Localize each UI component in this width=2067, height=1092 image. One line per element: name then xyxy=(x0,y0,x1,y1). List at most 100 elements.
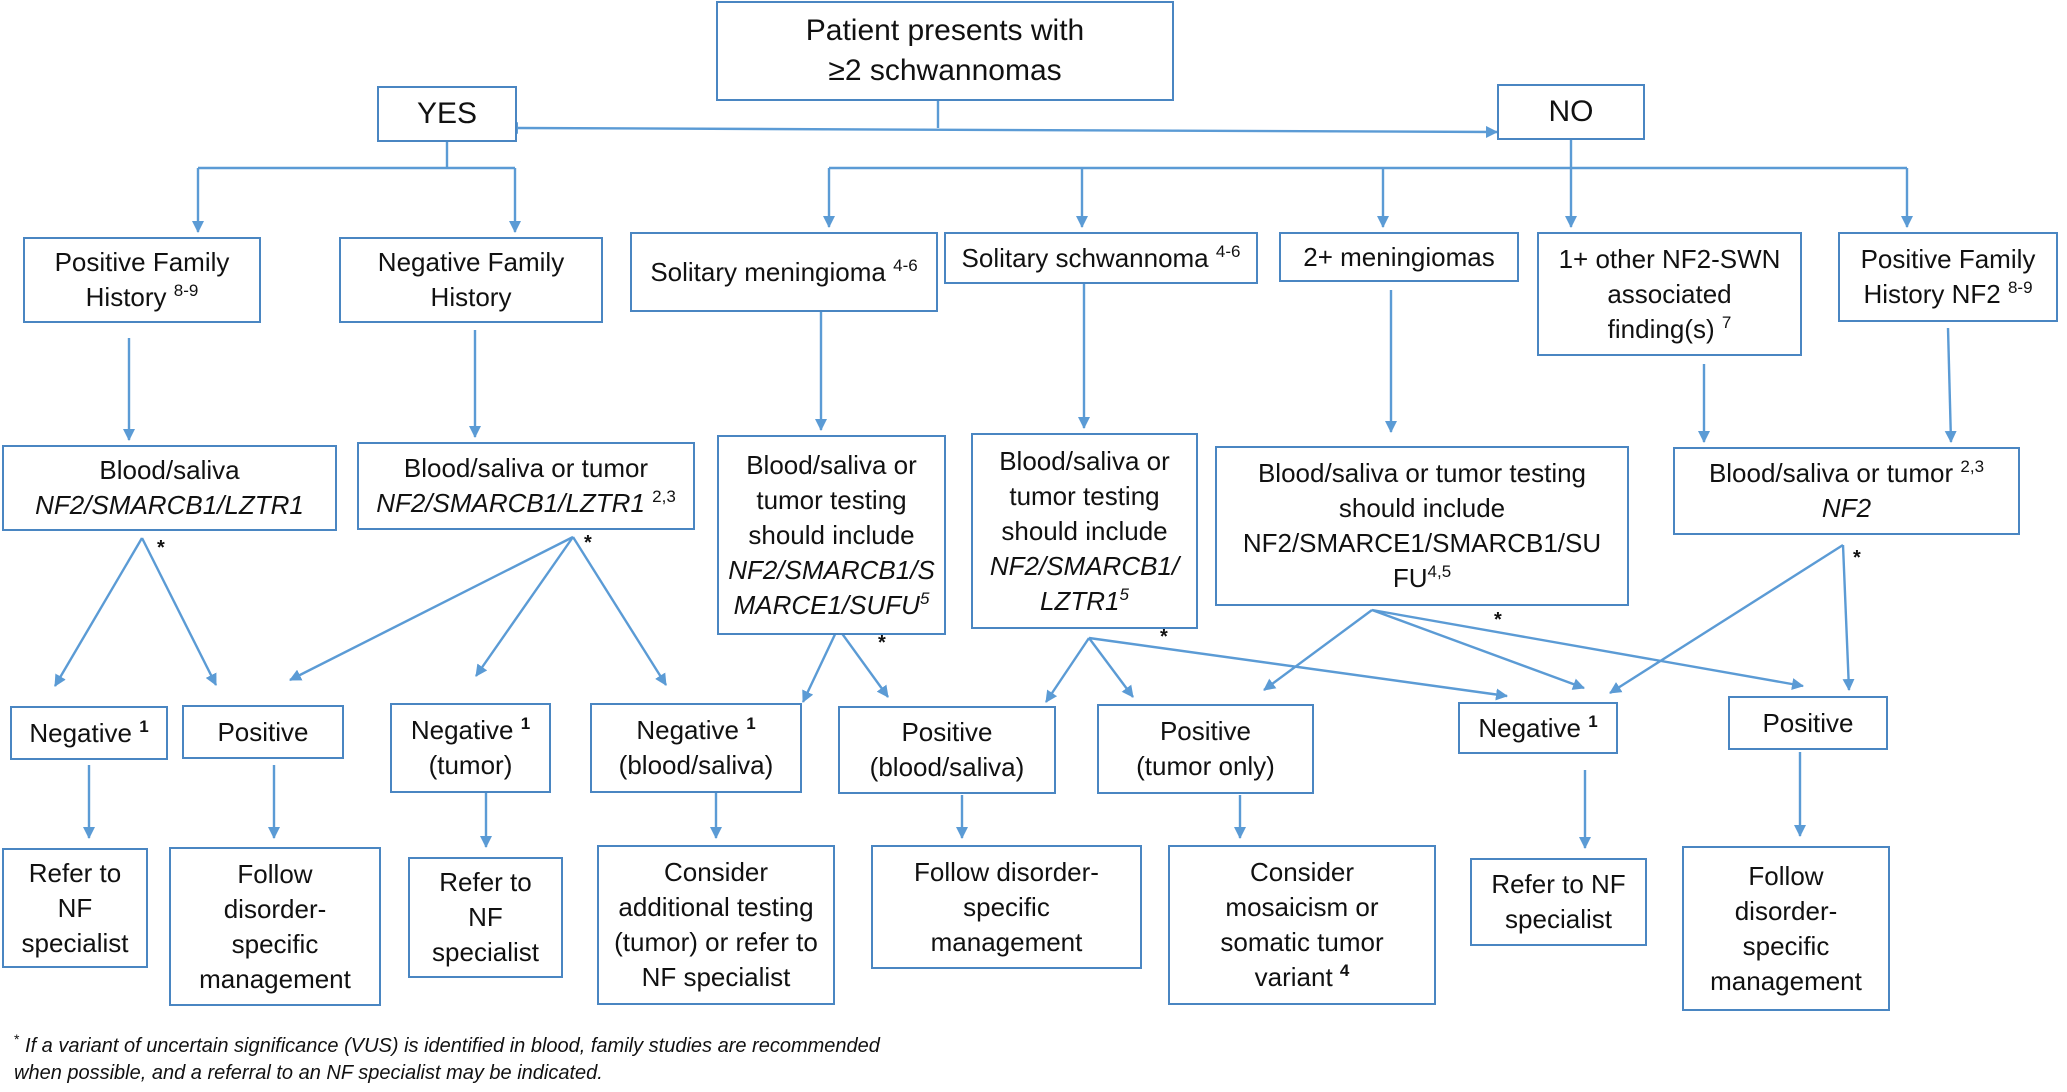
action-refer-2-node: Refer to NF specialist xyxy=(408,857,563,978)
result-negative-blood-qualifier: (blood/saliva) xyxy=(618,750,774,780)
action-refer-3-node: Refer to NF specialist xyxy=(1470,858,1647,946)
result-positive-tumor-only-node: Positive (tumor only) xyxy=(1097,704,1314,794)
negative-family-history-label: Negative Family History xyxy=(377,247,565,312)
two-meningiomas-node: 2+ meningiomas xyxy=(1279,232,1519,282)
test-blood-tumor-ref: 2,3 xyxy=(652,487,676,506)
result-negative-tumor-label: Negative xyxy=(410,715,514,745)
solitary-schwannoma-ref: 4-6 xyxy=(1215,241,1241,261)
test-meningioma-genes: NF2/SMARCB1/SMARCE1/SUFU xyxy=(728,554,935,620)
branch-arrow xyxy=(1088,637,1134,698)
test-blood-tumor-node: Blood/saliva or tumor NF2/SMARCB1/LZTR1 … xyxy=(357,442,695,530)
result-negative-1-ref: 1 xyxy=(139,716,149,736)
solitary-meningioma-label: Solitary meningioma xyxy=(650,256,886,287)
positive-family-history-label: Positive Family History xyxy=(54,247,230,312)
test-nf2-ref: 2,3 xyxy=(1960,457,1985,476)
test-multi-meningioma-node: Blood/saliva or tumor testing should inc… xyxy=(1215,446,1629,606)
result-positive-tumor-only-qualifier: (tumor only) xyxy=(1136,751,1275,781)
action-refer-1-node: Refer to NF specialist xyxy=(2,848,148,968)
footnote: * If a variant of uncertain significance… xyxy=(14,1032,914,1087)
test-meningioma-line1: Blood/saliva or tumor testing should inc… xyxy=(746,449,917,550)
branch-arrow xyxy=(140,537,218,686)
solitary-schwannoma-label: Solitary schwannoma xyxy=(961,242,1209,273)
solitary-schwannoma-node: Solitary schwannoma 4-6 xyxy=(944,232,1258,284)
result-negative-1-label: Negative xyxy=(29,717,132,748)
solitary-meningioma-node: Solitary meningioma 4-6 xyxy=(630,232,938,312)
test-blood-saliva-genes: NF2/SMARCB1/LZTR1 xyxy=(35,490,304,520)
asterisk-marker: * xyxy=(584,532,592,554)
yes-no-arrow xyxy=(506,122,1498,138)
no-label: NO xyxy=(1548,95,1594,128)
branch-arrow xyxy=(837,627,889,698)
action-refer-2-label: Refer to NF specialist xyxy=(432,867,539,967)
result-positive-blood-label: Positive xyxy=(901,717,993,747)
branch-arrow xyxy=(289,535,574,682)
yes-node: YES xyxy=(377,86,517,142)
other-findings-ref: 7 xyxy=(1721,312,1732,332)
result-positive-tumor-only-label: Positive xyxy=(1159,716,1252,746)
positive-family-history-ref: 8-9 xyxy=(173,281,199,300)
start-label: Patient presents with ≥2 schwannomas xyxy=(805,14,1085,87)
other-findings-node: 1+ other NF2-SWN associated finding(s) 7 xyxy=(1537,232,1802,356)
start-node: Patient presents with ≥2 schwannomas xyxy=(716,1,1174,101)
branch-arrow xyxy=(1088,636,1508,701)
branch-arrow xyxy=(571,536,668,686)
test-nf2-node: Blood/saliva or tumor 2,3 NF2 xyxy=(1673,447,2020,535)
result-negative-2-node: Negative 1 xyxy=(1458,702,1618,754)
test-schwannoma-ref: 5 xyxy=(1119,584,1129,604)
test-schwannoma-genes: NF2/SMARCB1/ LZTR1 xyxy=(989,550,1180,616)
test-schwannoma-node: Blood/saliva or tumor testing should inc… xyxy=(971,433,1198,629)
action-consider-testing-node: Consider additional testing (tumor) or r… xyxy=(597,845,835,1005)
branch-arrow xyxy=(475,536,574,677)
result-positive-blood-qualifier: (blood/saliva) xyxy=(869,752,1025,782)
result-positive-2-node: Positive xyxy=(1728,696,1888,750)
solitary-meningioma-ref: 4-6 xyxy=(893,255,918,275)
test-blood-tumor-genes: NF2/SMARCB1/LZTR1 xyxy=(376,488,645,518)
test-multi-meningioma-ref: 4,5 xyxy=(1427,562,1452,581)
test-blood-saliva-line1: Blood/saliva xyxy=(99,455,240,485)
action-follow-1-label: Follow disorder-specific management xyxy=(199,858,351,994)
test-meningioma-node: Blood/saliva or tumor testing should inc… xyxy=(717,435,946,635)
result-negative-tumor-ref: 1 xyxy=(520,714,531,733)
test-schwannoma-line1: Blood/saliva or tumor testing should inc… xyxy=(999,445,1170,546)
branch-arrow xyxy=(1263,609,1373,691)
asterisk-marker: * xyxy=(1160,626,1168,648)
action-follow-3-label: Follow disorder-specific management xyxy=(1710,860,1862,996)
action-mosaicism-label: Consider mosaicism or somatic tumor vari… xyxy=(1220,857,1384,992)
action-consider-testing-label: Consider additional testing (tumor) or r… xyxy=(614,857,818,992)
test-nf2-line1: Blood/saliva or tumor xyxy=(1708,458,1954,488)
result-negative-2-ref: 1 xyxy=(1588,711,1598,731)
test-blood-tumor-line1: Blood/saliva or tumor xyxy=(403,453,649,483)
asterisk-marker: * xyxy=(1494,609,1502,631)
branch-arrow xyxy=(801,627,840,703)
result-negative-blood-ref: 1 xyxy=(746,714,756,733)
test-meningioma-ref: 5 xyxy=(919,588,930,608)
action-follow-2-node: Follow disorder-specific management xyxy=(871,845,1142,969)
result-negative-1-node: Negative 1 xyxy=(10,706,168,760)
action-refer-1-label: Refer to NF specialist xyxy=(21,857,129,958)
other-findings-label: 1+ other NF2-SWN associated finding(s) xyxy=(1558,243,1781,344)
test-multi-meningioma-genes: NF2/SMARCE1/SMARCB1/SUFU xyxy=(1242,528,1602,593)
action-follow-2-label: Follow disorder-specific management xyxy=(914,856,1099,957)
negative-family-history-node: Negative Family History xyxy=(339,237,603,323)
footnote-text: If a variant of uncertain significance (… xyxy=(14,1035,880,1084)
result-positive-blood-node: Positive (blood/saliva) xyxy=(838,706,1056,794)
asterisk-marker: * xyxy=(157,537,165,559)
no-node: NO xyxy=(1497,84,1645,140)
action-follow-1-node: Follow disorder-specific management xyxy=(169,847,381,1006)
test-blood-saliva-node: Blood/saliva NF2/SMARCB1/LZTR1 xyxy=(2,445,337,531)
action-follow-3-node: Follow disorder-specific management xyxy=(1682,846,1890,1011)
result-negative-blood-label: Negative xyxy=(636,715,739,745)
result-positive-1-label: Positive xyxy=(217,716,309,747)
result-negative-blood-node: Negative 1 (blood/saliva) xyxy=(590,703,802,793)
branch-arrow xyxy=(1371,608,1804,690)
asterisk-marker: * xyxy=(1853,547,1861,569)
branch-arrow xyxy=(1371,608,1585,690)
yes-label: YES xyxy=(416,97,478,130)
asterisk-marker: * xyxy=(878,632,886,654)
positive-family-history-node: Positive Family History 8-9 xyxy=(23,237,261,323)
result-negative-2-label: Negative xyxy=(1478,712,1581,743)
positive-family-history-nf2-node: Positive Family History NF2 8-9 xyxy=(1838,232,2058,322)
result-negative-tumor-node: Negative 1 (tumor) xyxy=(390,703,551,793)
